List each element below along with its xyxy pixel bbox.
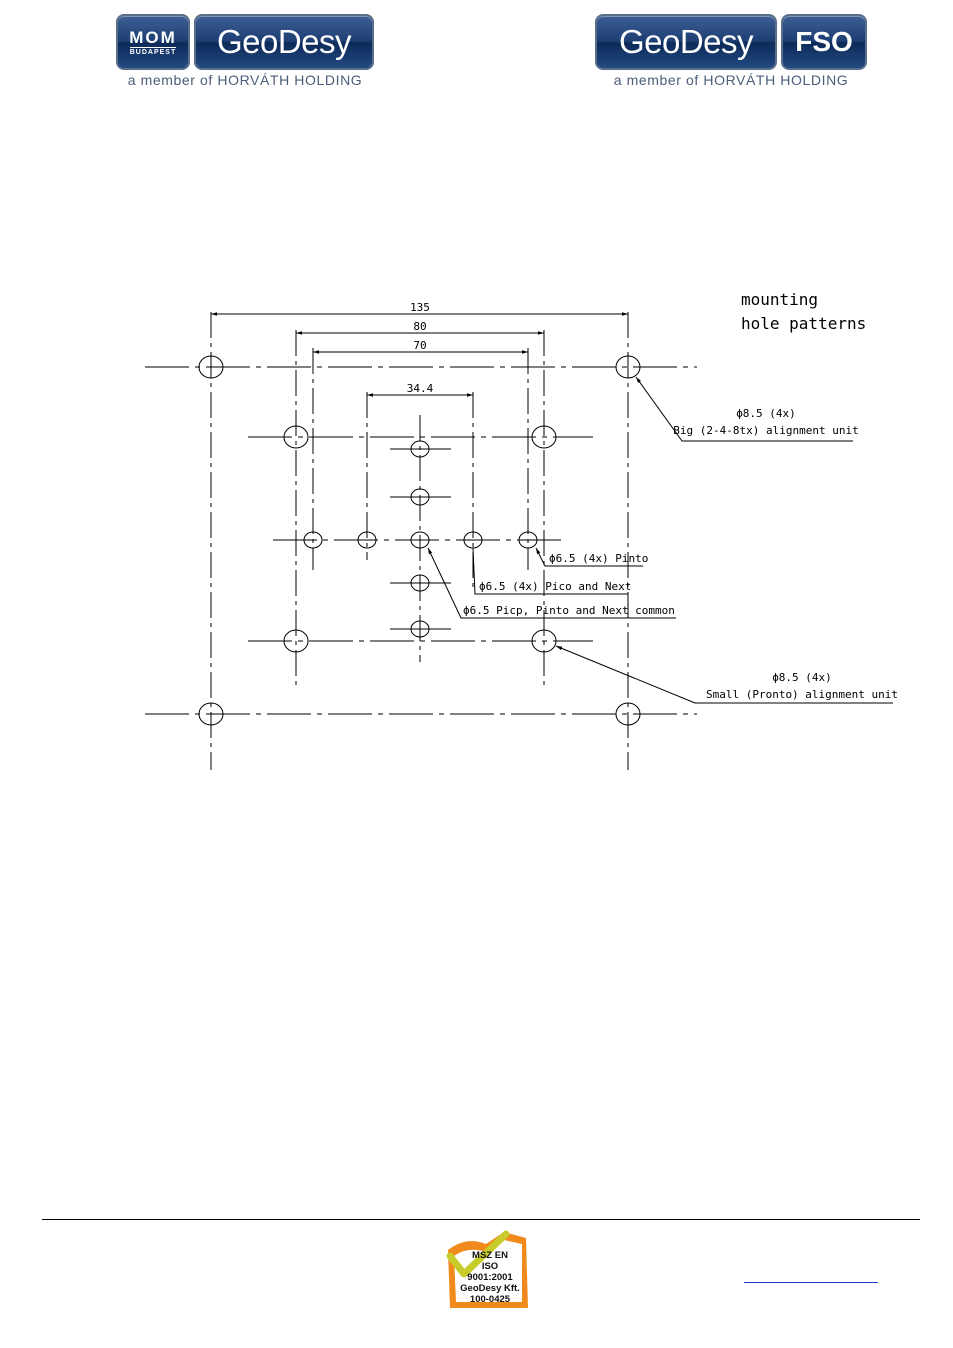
dimension-lines: [211, 312, 628, 397]
iso-line4: 100-0425: [469, 1294, 511, 1305]
iso-line2: ISO 9001:2001: [467, 1261, 513, 1283]
big-alignment-holes: [198, 355, 641, 726]
hole: [198, 702, 224, 726]
leader-lines: [427, 376, 893, 704]
member-line: a member of HORVÁTH HOLDING: [613, 72, 849, 88]
hole: [410, 440, 430, 458]
hole: [357, 531, 377, 549]
dimension-135: 135: [410, 301, 430, 314]
mom-geodesy-logo: MOM BUDAPEST GeoDesy a member of HORVÁTH…: [116, 14, 374, 88]
hole: [303, 531, 323, 549]
dimension-80: 80: [413, 320, 426, 333]
callout-big-diameter: ϕ8.5 (4x): [736, 407, 796, 420]
hole: [410, 531, 430, 549]
hole: [615, 702, 641, 726]
pinto-pico-holes: [303, 440, 538, 638]
hole: [283, 629, 309, 653]
hole: [518, 531, 538, 549]
fso-badge: FSO: [781, 14, 867, 70]
footer-website-link[interactable]: [744, 1269, 878, 1283]
hole: [198, 355, 224, 379]
callout-big-description: Big (2-4-8tx) alignment unit: [673, 424, 858, 437]
iso-badge-text: MSZ EN ISO 9001:2001 GeoDesy Kft. 100-04…: [458, 1250, 522, 1305]
iso-badge-shape: [446, 1230, 528, 1308]
drawing-title-line1: mounting: [741, 290, 818, 309]
iso-line3: GeoDesy Kft.: [460, 1283, 520, 1294]
center-lines: [145, 366, 697, 715]
callout-small-diameter: ϕ8.5 (4x): [772, 671, 832, 684]
geodesy-wordmark: GeoDesy: [194, 14, 374, 70]
hole: [531, 425, 557, 449]
mom-subtext: BUDAPEST: [129, 46, 177, 56]
hole: [410, 620, 430, 638]
iso-certification-badge: MSZ EN ISO 9001:2001 GeoDesy Kft. 100-04…: [446, 1230, 530, 1310]
small-alignment-holes: [283, 425, 557, 653]
callout-small-description: Small (Pronto) alignment unit: [706, 688, 898, 701]
dimension-34-4: 34.4: [407, 382, 434, 395]
hole: [615, 355, 641, 379]
callout-pinto: ϕ6.5 (4x) Pinto: [549, 552, 648, 565]
member-line: a member of HORVÁTH HOLDING: [127, 72, 363, 88]
extension-lines: [210, 312, 629, 770]
mom-badge: MOM BUDAPEST: [116, 14, 190, 70]
mom-text: MOM: [129, 27, 177, 47]
drawing-title-line2: hole patterns: [741, 314, 866, 333]
callout-common: ϕ6.5 Picp, Pinto and Next common: [463, 604, 675, 617]
hole: [410, 488, 430, 506]
hole: [283, 425, 309, 449]
geodesy-fso-logo: GeoDesy FSO a member of HORVÁTH HOLDING: [595, 14, 867, 88]
iso-line1: MSZ EN: [472, 1250, 508, 1261]
geodesy-wordmark: GeoDesy: [595, 14, 777, 70]
footer-divider: [42, 1219, 920, 1220]
hole: [531, 629, 557, 653]
small-cross-lines: [390, 448, 451, 630]
callout-pico-next: ϕ6.5 (4x) Pico and Next: [479, 580, 631, 593]
dimension-70: 70: [413, 339, 426, 352]
hole: [410, 574, 430, 592]
